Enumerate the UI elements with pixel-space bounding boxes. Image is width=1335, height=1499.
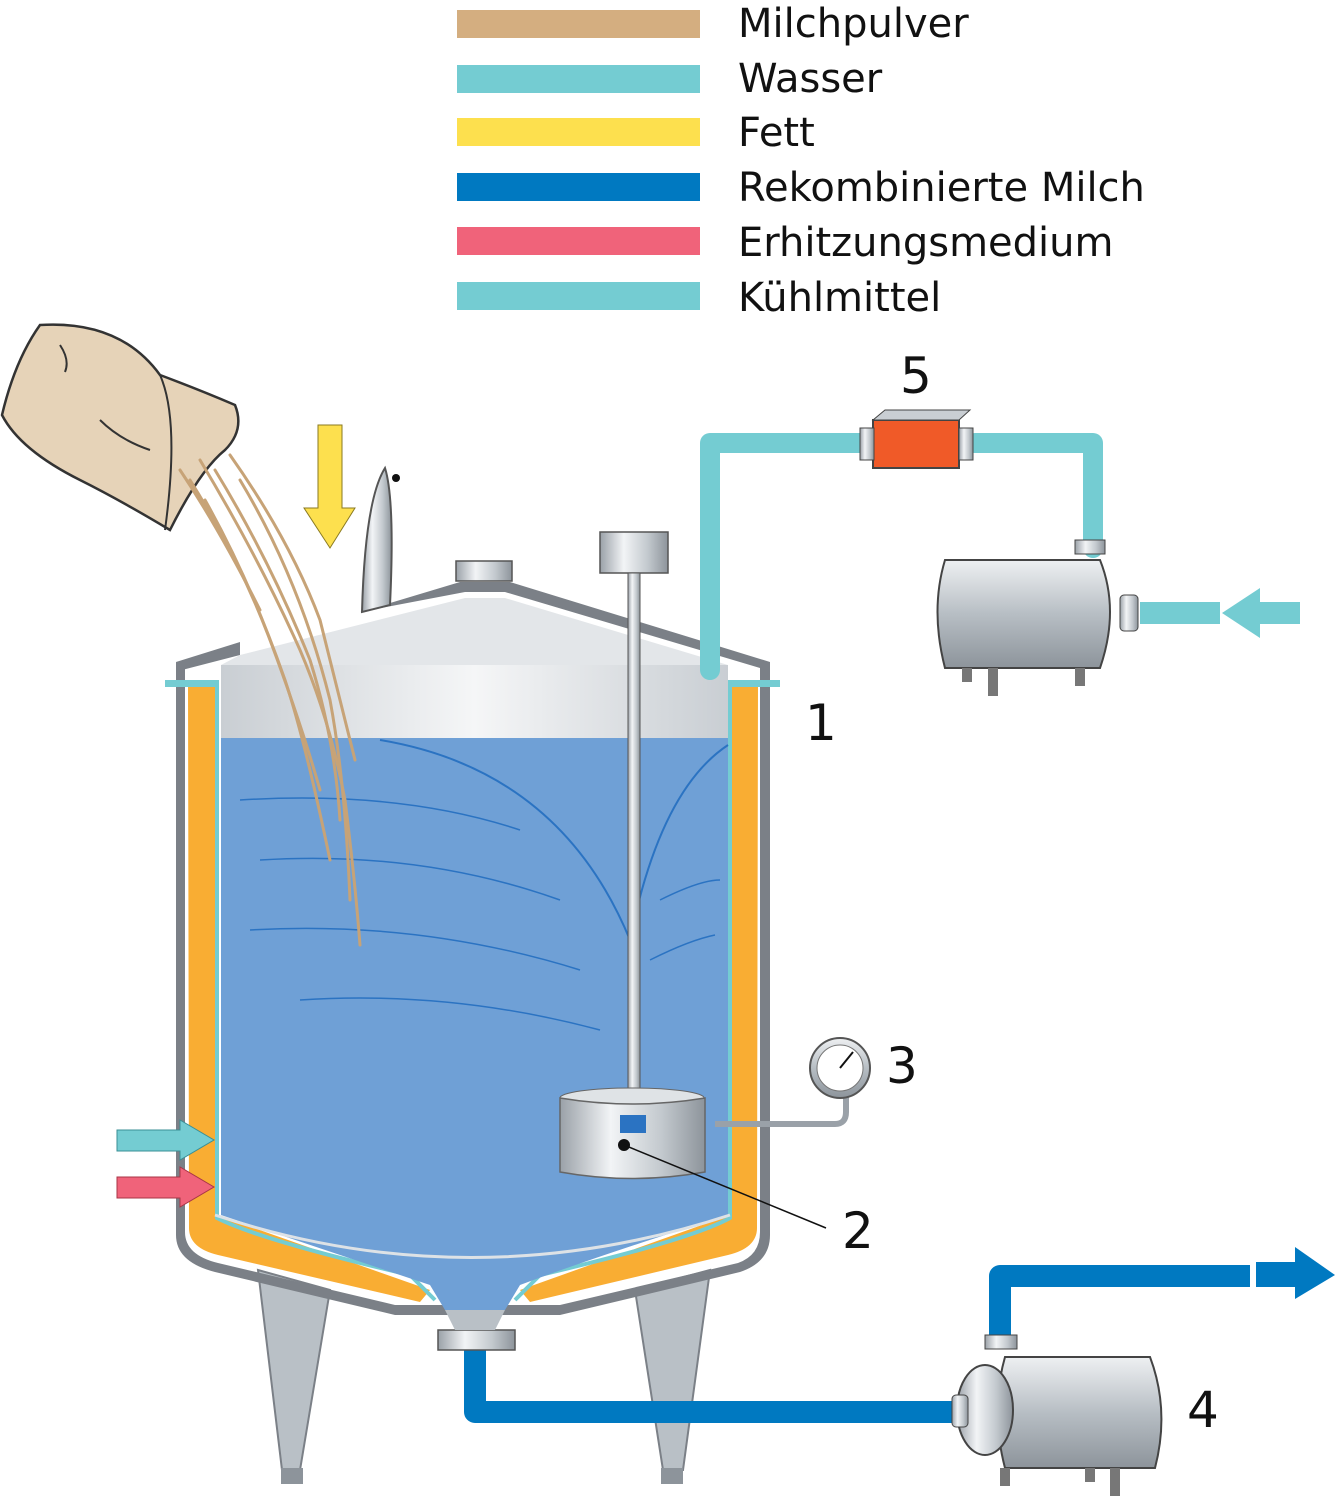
legend: Milchpulver Wasser Fett Rekombinierte Mi… [457,1,1145,321]
legend-label: Wasser [738,56,883,102]
milk-powder-stream [178,453,362,947]
legend-label: Kühlmittel [738,275,941,321]
legend-label: Fett [738,110,815,156]
outlet-arrow-icon [1256,1247,1335,1299]
callout-tank: 1 [805,694,837,752]
legend-label: Milchpulver [738,1,969,47]
legend-swatch-rekombinierte-milch [457,173,700,201]
coolant-inlet-arrow-icon [116,1119,215,1161]
pressure-gauge [715,1037,871,1127]
legend-swatch-milchpulver [457,10,700,38]
manhole-lid [360,465,393,614]
outlet-pump [951,1334,1163,1496]
legend-label: Erhitzungsmedium [738,220,1114,266]
water-inlet-line [700,409,1300,696]
legend-label: Rekombinierte Milch [738,165,1145,211]
callout-heater: 5 [900,347,932,405]
water-inlet-arrow-icon [1222,588,1300,638]
agitator [559,531,827,1229]
legend-swatch-erhitzungsmedium [457,227,700,255]
callout-agitator: 2 [842,1202,874,1260]
recombined-milk-liquid [221,738,728,1310]
legend-swatch-wasser [457,65,700,93]
outlet-pipe [464,1247,1335,1423]
callout-outlet-pump: 4 [1187,1381,1219,1439]
tank [165,560,780,1351]
heating-medium-inlet-arrow-icon [116,1166,215,1208]
heater [859,409,974,469]
legend-swatch-fett [457,118,700,146]
milk-powder-bag [0,323,240,532]
water-pump [936,539,1139,696]
fat-inlet-arrow-icon [303,424,356,549]
callout-gauge: 3 [886,1037,918,1095]
legend-swatch-kuehlmittel [457,282,700,310]
